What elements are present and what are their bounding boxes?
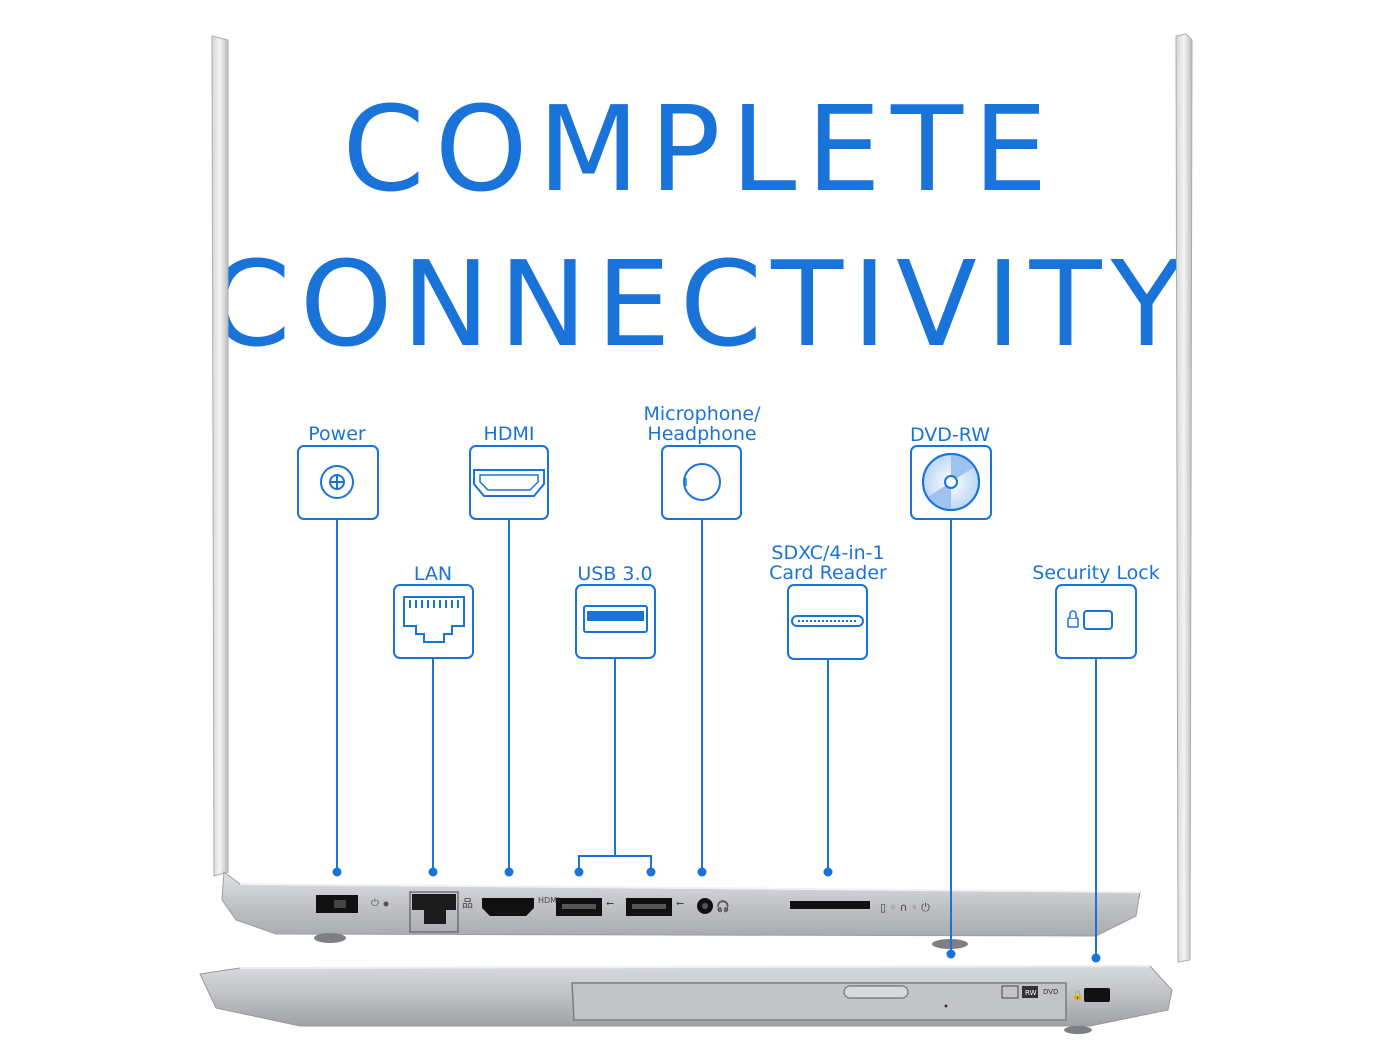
label-usb: USB 3.0 [577, 563, 653, 585]
label-card-reader: SDXC/4-in-1 Card Reader [769, 542, 887, 584]
laptop-base-right-side: RW DVD 🔒 [199, 965, 1173, 1034]
label-hdmi: HDMI [483, 423, 535, 445]
laptop-base-left-side: ⏻ 品 HDMI ⭠ ⭠ 🎧 ▯ ◦ ∩ ◦ ⏻ [221, 871, 1141, 949]
svg-text:DVD: DVD [1043, 988, 1058, 996]
svg-text:⭠: ⭠ [676, 898, 684, 909]
svg-text:RW: RW [1025, 989, 1037, 997]
svg-text:▯ ◦ ∩ ◦ ⏻: ▯ ◦ ∩ ◦ ⏻ [880, 901, 930, 914]
svg-text:⭠: ⭠ [606, 898, 614, 909]
optical-drive-tray [571, 982, 1067, 1021]
usb-port-icon [575, 584, 656, 659]
headline-connectivity: CONNECTIVITY [208, 235, 1192, 373]
svg-text:HDMI: HDMI [538, 896, 559, 905]
card-reader-slot [790, 901, 870, 909]
callout-lines [336, 520, 1097, 956]
label-dvd: DVD-RW [910, 424, 990, 446]
svg-text:🔒: 🔒 [1072, 990, 1083, 1001]
label-security-lock: Security Lock [1032, 562, 1160, 584]
svg-text:🎧: 🎧 [716, 900, 730, 913]
label-audio: Microphone/ Headphone [643, 403, 761, 445]
svg-text:⏻: ⏻ [371, 898, 379, 909]
hdmi-port-icon [469, 445, 549, 520]
headline-complete: COMPLETE [342, 80, 1058, 218]
laptop-lid-edges [211, 33, 1193, 963]
svg-text:品: 品 [462, 897, 473, 910]
ethernet-port-icon [393, 584, 474, 659]
label-lan: LAN [413, 563, 453, 585]
optical-disc-icon [910, 445, 992, 520]
audio-jack-icon [661, 445, 742, 520]
callout-dots [332, 867, 1101, 963]
power-jack-icon [297, 445, 379, 520]
security-lock-slot [1084, 988, 1110, 1002]
card-reader-icon [787, 584, 868, 660]
label-power: Power [308, 423, 366, 445]
eject-button [843, 985, 909, 999]
security-lock-icon [1055, 584, 1137, 659]
ethernet-port [412, 894, 456, 924]
hdmi-port [482, 898, 534, 916]
